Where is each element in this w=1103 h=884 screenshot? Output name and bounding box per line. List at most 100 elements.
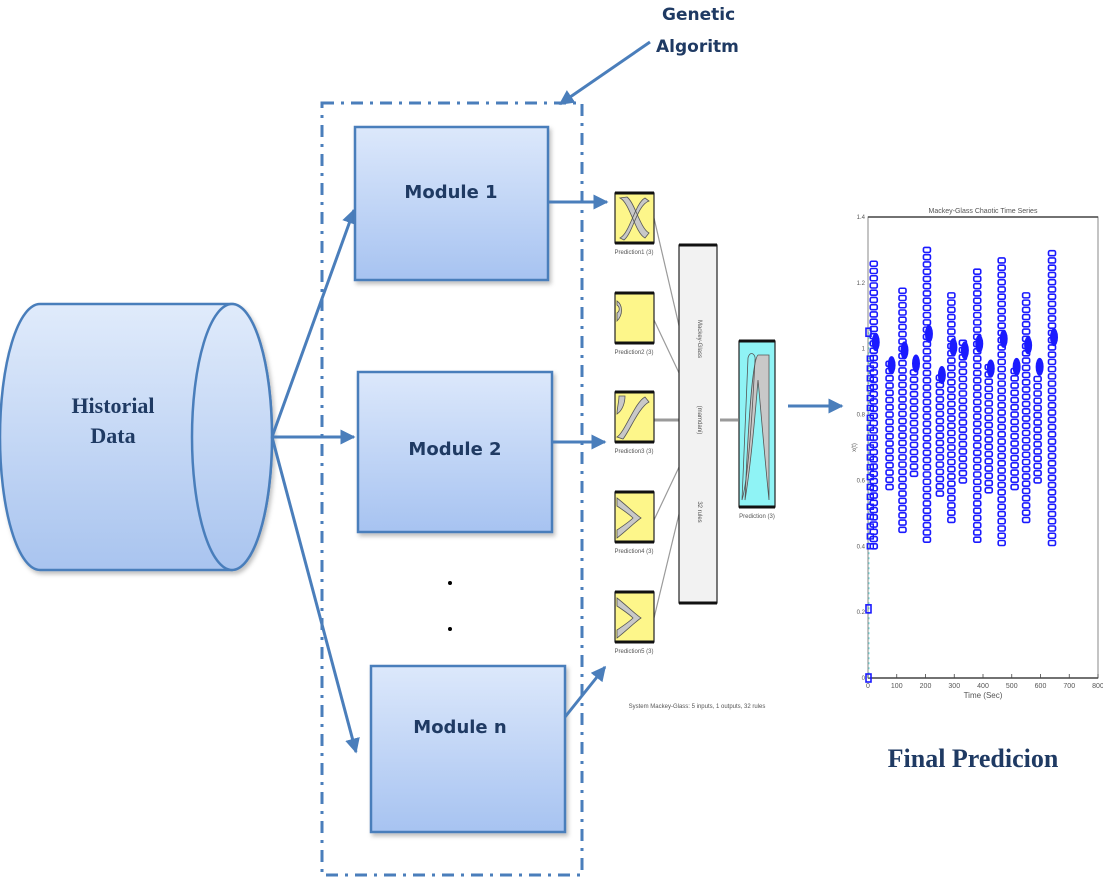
data-point	[997, 510, 1006, 518]
data-point	[972, 529, 982, 536]
data-point	[997, 358, 1006, 366]
data-point	[866, 493, 874, 501]
data-point	[922, 536, 932, 544]
data-point	[958, 411, 968, 419]
data-point	[935, 475, 945, 483]
data-point	[1010, 483, 1019, 491]
data-point	[984, 458, 994, 465]
data-point	[909, 441, 919, 449]
data-point	[1021, 494, 1031, 502]
oscillation-column	[1010, 357, 1021, 491]
x-tick-label: 800	[1092, 683, 1103, 690]
data-point	[898, 294, 907, 302]
input-label-5: Prediction5 (3)	[614, 649, 653, 655]
data-point	[885, 411, 894, 418]
data-point	[866, 454, 874, 461]
data-point	[1021, 393, 1031, 401]
data-point	[1047, 416, 1057, 424]
data-point	[1047, 525, 1057, 532]
data-point	[997, 278, 1006, 286]
data-point	[898, 316, 907, 324]
data-point	[885, 440, 894, 447]
data-point	[1047, 474, 1057, 482]
data-point	[898, 504, 907, 512]
data-point	[972, 377, 982, 384]
data-point	[935, 490, 945, 497]
data-point	[922, 268, 932, 275]
x-tick-label: 200	[920, 683, 932, 690]
data-point	[1010, 418, 1019, 426]
data-point	[997, 394, 1006, 402]
fis-caption: System Mackey-Glass: 5 inputs, 1 outputs…	[629, 704, 766, 710]
data-point	[1021, 509, 1031, 516]
genetic-algorithm-annotation: Genetic Algoritm	[558, 5, 739, 106]
data-point	[909, 463, 919, 470]
data-point	[1047, 315, 1057, 322]
data-point	[935, 403, 945, 410]
data-point	[1010, 396, 1019, 404]
data-point	[922, 348, 932, 355]
database-label-line2: Data	[90, 423, 135, 448]
data-point	[1047, 445, 1057, 453]
data-point	[1021, 328, 1031, 335]
data-point	[922, 449, 932, 457]
data-point	[1021, 299, 1031, 306]
data-point	[972, 507, 982, 515]
data-point	[947, 306, 956, 314]
data-point	[1047, 510, 1057, 518]
chart-title: Mackey-Glass Chaotic Time Series	[929, 208, 1038, 215]
data-point	[909, 376, 919, 383]
data-point	[947, 465, 956, 473]
data-point	[1021, 451, 1031, 459]
data-point	[1021, 473, 1031, 480]
data-point	[922, 377, 932, 384]
ellipsis-dot-1	[448, 581, 452, 585]
data-point	[1021, 516, 1031, 524]
data-point	[997, 307, 1006, 315]
data-point	[972, 282, 982, 290]
ellipsis-dot-2	[448, 627, 452, 631]
data-point	[1010, 461, 1019, 469]
data-point	[922, 355, 932, 362]
data-point	[898, 417, 907, 425]
data-point	[922, 282, 932, 290]
data-point	[869, 303, 879, 311]
oscillation-column	[909, 354, 920, 478]
x-tick-label: 700	[1063, 683, 1075, 690]
data-point	[885, 375, 894, 382]
data-point	[1047, 431, 1057, 438]
data-point	[866, 434, 874, 441]
data-point	[1033, 433, 1042, 441]
data-point	[972, 406, 982, 413]
data-point	[1010, 454, 1019, 462]
data-point	[984, 487, 994, 494]
database-label-line1: Historial	[71, 393, 154, 418]
input-membership-box-4: Prediction4 (3)	[614, 490, 655, 555]
data-point	[947, 364, 956, 372]
data-point	[972, 463, 982, 471]
data-point	[922, 492, 932, 500]
data-point	[922, 514, 932, 522]
data-point	[1047, 517, 1057, 525]
data-point	[958, 382, 968, 390]
data-point	[1047, 365, 1057, 373]
data-point	[958, 361, 968, 368]
data-point	[922, 478, 932, 486]
module-2-label: Module 2	[408, 439, 501, 460]
oscillation-column	[1047, 249, 1058, 547]
y-tick-label: 0.2	[857, 610, 866, 616]
data-point	[922, 384, 932, 391]
data-point	[997, 373, 1006, 380]
output-membership-box	[738, 339, 776, 509]
data-point	[1021, 292, 1031, 299]
data-point	[866, 394, 874, 402]
data-point	[1021, 313, 1031, 321]
data-point	[866, 473, 874, 481]
data-point	[869, 274, 879, 282]
data-point	[972, 442, 982, 449]
data-point	[997, 402, 1006, 409]
data-point	[898, 519, 907, 526]
data-point	[922, 456, 932, 464]
rule-block-rules: 32 rules	[696, 501, 702, 522]
data-point	[909, 398, 919, 405]
